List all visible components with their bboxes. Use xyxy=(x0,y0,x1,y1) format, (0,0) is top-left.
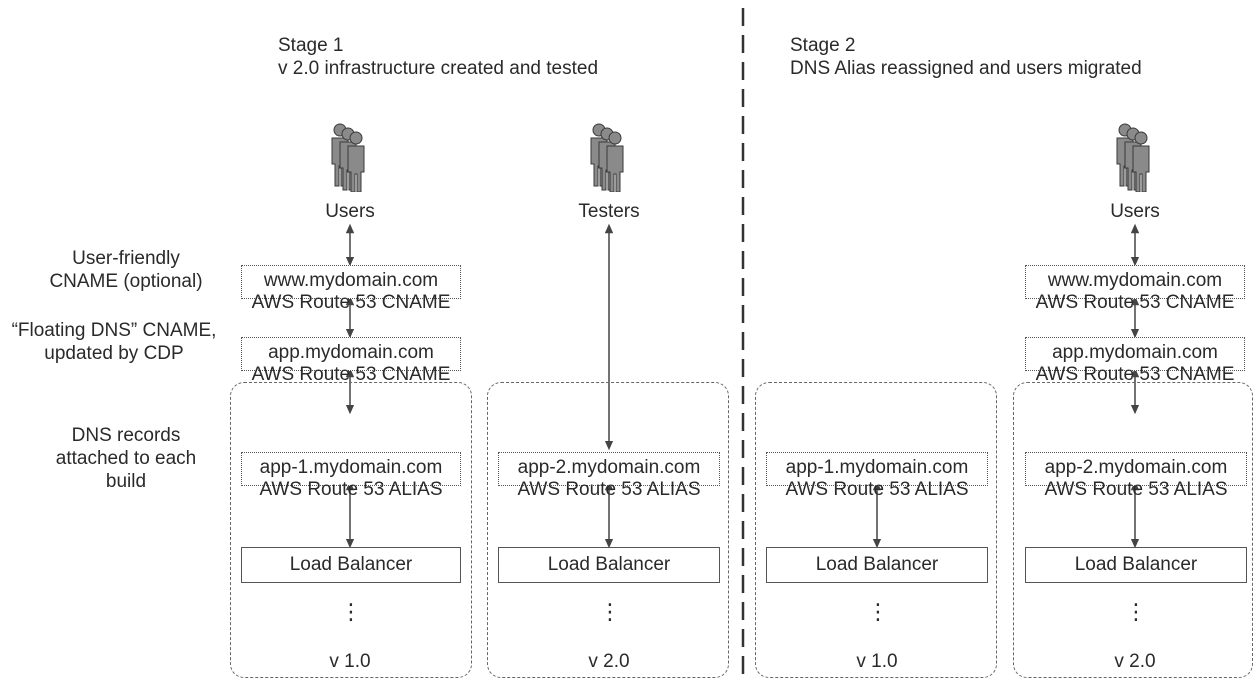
build-v1-stage1 xyxy=(230,382,472,678)
testers-icon xyxy=(585,120,635,197)
load-balancer-v2-stage1: Load Balancer xyxy=(498,547,720,583)
ellipsis-v2-stage2: ⋮ xyxy=(1125,599,1147,624)
build-v2-stage2 xyxy=(1013,382,1253,678)
stage2-title: Stage 2 xyxy=(790,35,856,56)
dns-records-label: DNS records attached to each build xyxy=(55,425,197,492)
build-v1-stage2 xyxy=(755,382,997,678)
stage2-subtitle: DNS Alias reassigned and users migrated xyxy=(790,58,1142,79)
user-friendly-label: User-friendly CNAME (optional) xyxy=(49,248,203,292)
stage1-title: Stage 1 xyxy=(278,35,344,56)
ellipsis-v1-stage2: ⋮ xyxy=(867,599,889,624)
version-v1-stage2: v 1.0 xyxy=(856,651,898,672)
floating-dns-label: “Floating DNS” CNAME, updated by CDP xyxy=(11,320,217,364)
ellipsis-v1-stage1: ⋮ xyxy=(340,599,362,624)
testers-label: Testers xyxy=(578,201,640,222)
version-v1-stage1: v 1.0 xyxy=(329,651,371,672)
load-balancer-v1-stage1: Load Balancer xyxy=(241,547,461,583)
users-label-stage2: Users xyxy=(1110,201,1160,222)
version-v2-stage2: v 2.0 xyxy=(1114,651,1156,672)
ellipsis-v2-stage1: ⋮ xyxy=(599,599,621,624)
build-v2-stage1 xyxy=(487,382,729,678)
load-balancer-v2-stage2: Load Balancer xyxy=(1025,547,1247,583)
users-label: Users xyxy=(325,201,375,222)
load-balancer-v1-stage2: Load Balancer xyxy=(766,547,988,583)
users-icon xyxy=(326,120,376,197)
users-icon-stage2 xyxy=(1111,120,1161,197)
stage1-subtitle: v 2.0 infrastructure created and tested xyxy=(278,58,599,79)
version-v2-stage1: v 2.0 xyxy=(588,651,630,672)
